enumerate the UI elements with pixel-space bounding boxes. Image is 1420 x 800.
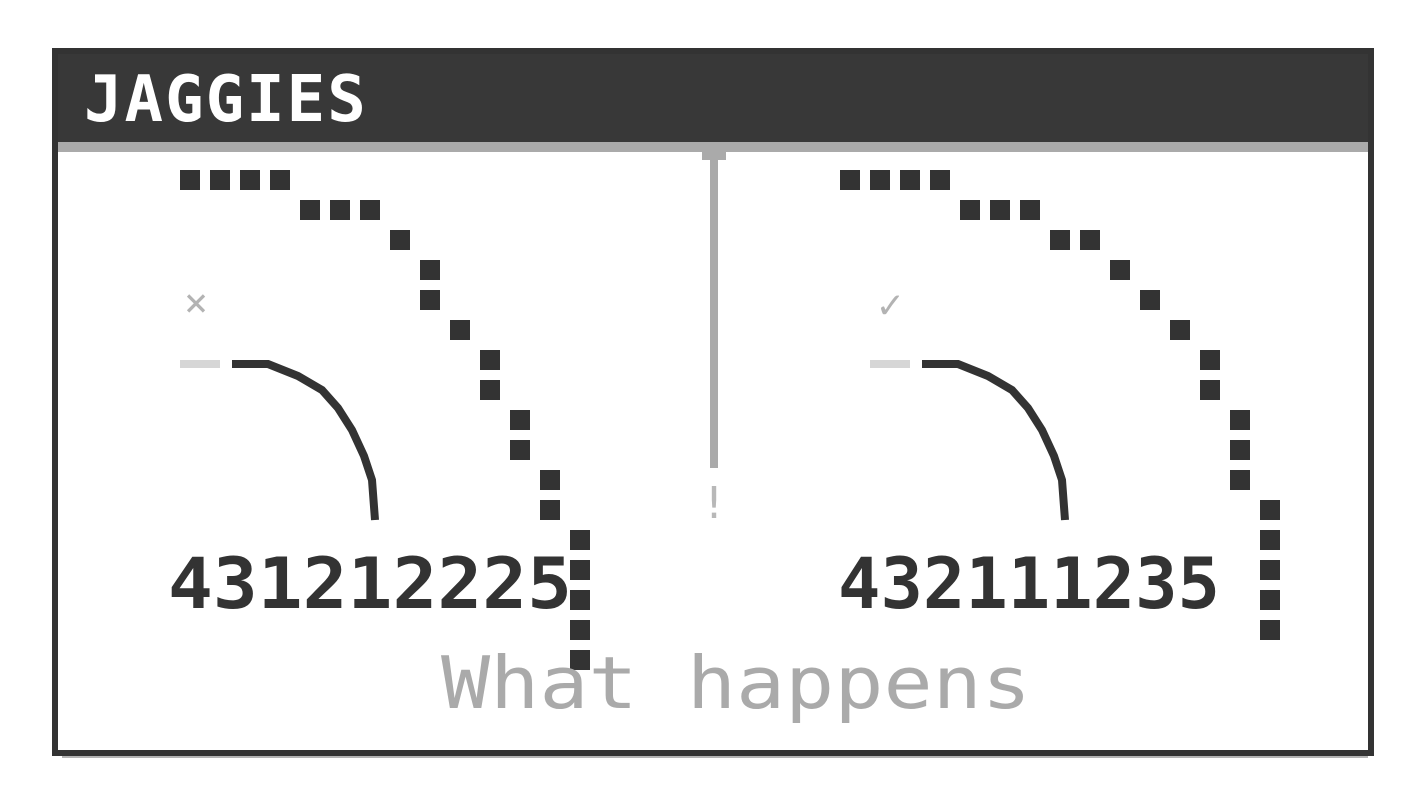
left-arc-pixel xyxy=(480,350,500,370)
left-arc-pixel xyxy=(570,650,590,670)
right-smooth-curve xyxy=(870,360,1069,521)
left-arc-pixel xyxy=(510,440,530,460)
check-mark-icon: ✓ xyxy=(878,282,902,328)
right-panel: ✓ 432111235 xyxy=(838,170,1280,640)
left-arc-pixel xyxy=(510,410,530,430)
left-curve-lead xyxy=(180,360,220,368)
left-arc-pixel xyxy=(450,320,470,340)
right-arc-pixel xyxy=(840,170,860,190)
right-arc-pixel xyxy=(1260,530,1280,550)
right-arc-pixel xyxy=(1230,470,1250,490)
caption-text: What happens xyxy=(441,641,1031,725)
right-arc-pixel xyxy=(1260,620,1280,640)
right-arc-pixel xyxy=(1140,290,1160,310)
left-arc-pixel xyxy=(180,170,200,190)
left-arc-pixel xyxy=(390,230,410,250)
right-arc-pixel xyxy=(960,200,980,220)
right-run-code: 432111235 xyxy=(838,543,1220,625)
right-arc-pixel xyxy=(900,170,920,190)
right-arc-pixel xyxy=(1260,590,1280,610)
x-mark-icon: × xyxy=(184,280,208,326)
left-arc-pixel xyxy=(570,530,590,550)
right-arc-pixel xyxy=(930,170,950,190)
left-curve-line xyxy=(232,360,379,521)
divider-exclamation: ! xyxy=(701,478,728,529)
left-arc-pixel xyxy=(570,560,590,580)
right-arc-pixel xyxy=(1230,410,1250,430)
divider-cap xyxy=(702,150,726,160)
right-arc-pixel xyxy=(1260,500,1280,520)
left-arc-pixel xyxy=(570,620,590,640)
right-arc-pixel xyxy=(1020,200,1040,220)
left-arc-pixel xyxy=(540,500,560,520)
left-arc-pixel xyxy=(360,200,380,220)
right-arc-pixel xyxy=(990,200,1010,220)
window-title: JAGGIES xyxy=(84,63,368,137)
left-jagged-arc xyxy=(180,170,590,670)
divider-line xyxy=(710,150,718,468)
left-arc-pixel xyxy=(480,380,500,400)
right-arc-pixel xyxy=(1170,320,1190,340)
right-curve-line xyxy=(922,360,1069,521)
title-bar-edge xyxy=(58,142,1368,152)
right-jagged-arc xyxy=(840,170,1280,640)
right-arc-pixel xyxy=(1260,560,1280,580)
left-arc-pixel xyxy=(420,260,440,280)
left-panel: × 431212225 xyxy=(168,170,590,670)
right-curve-lead xyxy=(870,360,910,368)
right-arc-pixel xyxy=(1230,440,1250,460)
left-arc-pixel xyxy=(240,170,260,190)
right-arc-pixel xyxy=(870,170,890,190)
right-arc-pixel xyxy=(1110,260,1130,280)
left-arc-pixel xyxy=(420,290,440,310)
right-arc-pixel xyxy=(1200,380,1220,400)
left-run-code: 431212225 xyxy=(168,543,572,625)
right-arc-pixel xyxy=(1050,230,1070,250)
left-arc-pixel xyxy=(300,200,320,220)
right-arc-pixel xyxy=(1200,350,1220,370)
title-bar: JAGGIES xyxy=(58,54,1368,142)
left-arc-pixel xyxy=(210,170,230,190)
right-arc-pixel xyxy=(1080,230,1100,250)
left-arc-pixel xyxy=(570,590,590,610)
left-arc-pixel xyxy=(330,200,350,220)
left-smooth-curve xyxy=(180,360,379,521)
left-arc-pixel xyxy=(270,170,290,190)
left-arc-pixel xyxy=(540,470,560,490)
